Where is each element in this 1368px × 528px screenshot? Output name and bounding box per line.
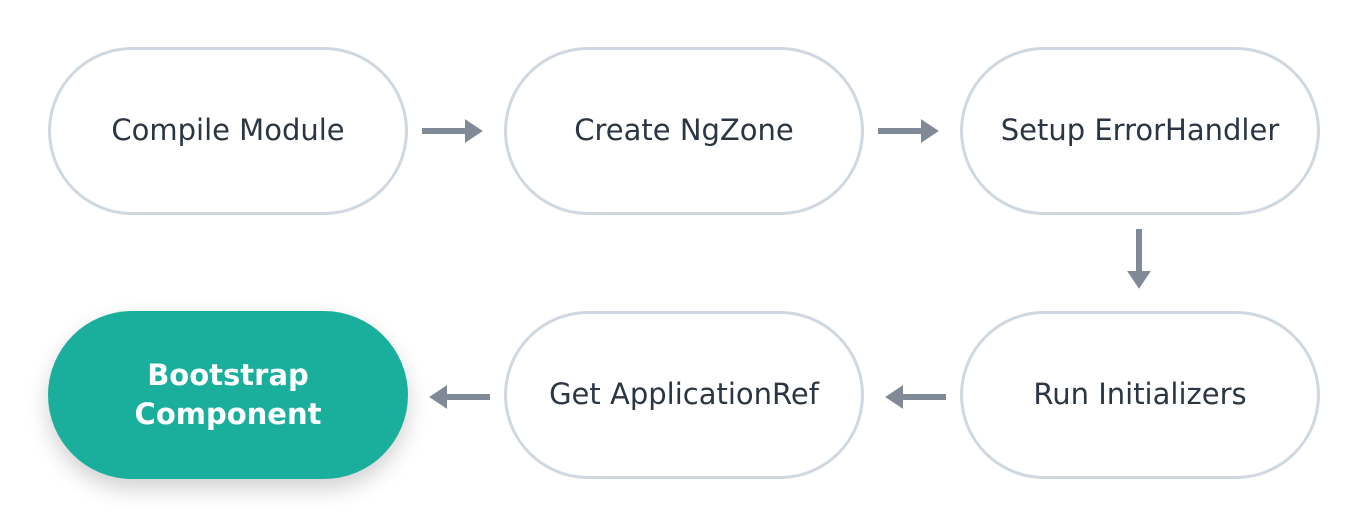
node-label: Run Initializers: [1033, 377, 1247, 412]
node-label: Compile Module: [111, 113, 345, 148]
node-run-initializers: Run Initializers: [960, 311, 1320, 479]
node-create-ngzone: Create NgZone: [504, 47, 864, 215]
node-label: Get ApplicationRef: [549, 377, 819, 412]
node-label: Setup ErrorHandler: [1000, 113, 1280, 148]
node-label: Create NgZone: [574, 113, 794, 148]
node-bootstrap-component: Bootstrap Component: [48, 311, 408, 479]
node-setup-errorhandler: Setup ErrorHandler: [960, 47, 1320, 215]
node-compile-module: Compile Module: [48, 47, 408, 215]
node-get-applicationref: Get ApplicationRef: [504, 311, 864, 479]
node-label: Bootstrap Component: [134, 357, 322, 431]
